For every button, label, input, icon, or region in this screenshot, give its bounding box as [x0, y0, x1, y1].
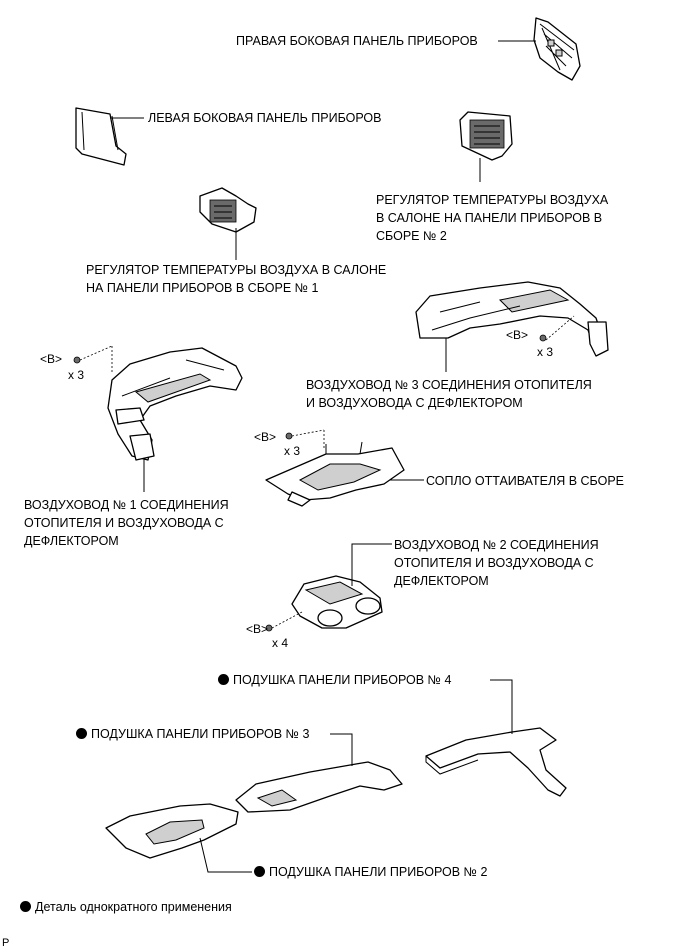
- single-use-dot-icon: [218, 674, 229, 685]
- duct-3-part: [415, 281, 609, 357]
- single-use-dot-icon: [76, 728, 87, 739]
- fastener-ref-duct-2: <B>: [246, 622, 269, 636]
- label-duct-3-line-1: ВОЗДУХОВОД № 3 СОЕДИНЕНИЯ ОТОПИТЕЛЯ: [306, 378, 592, 392]
- single-use-dot-icon: [254, 866, 265, 877]
- temp-regulator-2-part: [459, 111, 513, 161]
- label-duct-2-line-1: ВОЗДУХОВОД № 2 СОЕДИНЕНИЯ: [394, 538, 599, 552]
- legend-single-use-text: Деталь однократного применения: [35, 900, 232, 914]
- duct-2-part: [291, 575, 383, 629]
- fastener-qty-duct-2: x 4: [272, 636, 289, 650]
- label-pad-2-text: ПОДУШКА ПАНЕЛИ ПРИБОРОВ № 2: [269, 865, 488, 879]
- fastener-qty-duct-1: x 3: [68, 368, 85, 382]
- label-duct-2-line-2: ОТОПИТЕЛЯ И ВОЗДУХОВОДА С: [394, 556, 594, 570]
- left-side-panel-part: [75, 107, 127, 166]
- label-pad-4: ПОДУШКА ПАНЕЛИ ПРИБОРОВ № 4: [218, 671, 451, 689]
- temp-regulator-1-part: [199, 187, 257, 233]
- label-pad-3-text: ПОДУШКА ПАНЕЛИ ПРИБОРОВ № 3: [91, 727, 310, 741]
- fastener-ref-duct-1: <B>: [40, 352, 63, 366]
- pad-3-part: [235, 761, 403, 813]
- fastener-ref-duct-3: <B>: [506, 328, 529, 342]
- label-right-side-panel: ПРАВАЯ БОКОВАЯ ПАНЕЛЬ ПРИБОРОВ: [236, 34, 478, 48]
- label-pad-2: ПОДУШКА ПАНЕЛИ ПРИБОРОВ № 2: [254, 863, 487, 881]
- fastener-qty-duct-3: x 3: [537, 345, 554, 359]
- label-duct-2-line-3: ДЕФЛЕКТОРОМ: [394, 574, 489, 588]
- label-duct-1-line-1: ВОЗДУХОВОД № 1 СОЕДИНЕНИЯ: [24, 498, 229, 512]
- label-temp-regulator-2-line-3: СБОРЕ № 2: [376, 229, 447, 243]
- label-pad-3: ПОДУШКА ПАНЕЛИ ПРИБОРОВ № 3: [76, 725, 309, 743]
- label-temp-regulator-1-line-1: РЕГУЛЯТОР ТЕМПЕРАТУРЫ ВОЗДУХА В САЛОНЕ: [86, 263, 387, 277]
- label-left-side-panel: ЛЕВАЯ БОКОВАЯ ПАНЕЛЬ ПРИБОРОВ: [148, 111, 382, 125]
- label-temp-regulator-2-line-2: В САЛОНЕ НА ПАНЕЛИ ПРИБОРОВ В: [376, 211, 603, 225]
- defroster-nozzle-part: [265, 441, 405, 507]
- pad-4-part: [425, 727, 567, 797]
- label-pad-4-text: ПОДУШКА ПАНЕЛИ ПРИБОРОВ № 4: [233, 673, 452, 687]
- pad-2-part: [105, 803, 239, 859]
- fastener-qty-nozzle: x 3: [284, 444, 301, 458]
- label-duct-1-line-2: ОТОПИТЕЛЯ И ВОЗДУХОВОДА С: [24, 516, 224, 530]
- label-temp-regulator-2-line-1: РЕГУЛЯТОР ТЕМПЕРАТУРЫ ВОЗДУХА: [376, 193, 609, 207]
- label-duct-1-line-3: ДЕФЛЕКТОРОМ: [24, 534, 119, 548]
- label-duct-3-line-2: И ВОЗДУХОВОДА С ДЕФЛЕКТОРОМ: [306, 396, 523, 410]
- footer-code: P: [2, 937, 10, 949]
- label-defroster-nozzle: СОПЛО ОТТАИВАТЕЛЯ В СБОРЕ: [426, 474, 625, 488]
- fastener-ref-nozzle: <B>: [254, 430, 277, 444]
- label-temp-regulator-1-line-2: НА ПАНЕЛИ ПРИБОРОВ В СБОРЕ № 1: [86, 281, 319, 295]
- right-side-panel-part: [533, 17, 581, 81]
- legend-single-use: Деталь однократного применения: [20, 898, 232, 916]
- single-use-dot-icon: [20, 901, 31, 912]
- duct-1-part: [107, 347, 243, 461]
